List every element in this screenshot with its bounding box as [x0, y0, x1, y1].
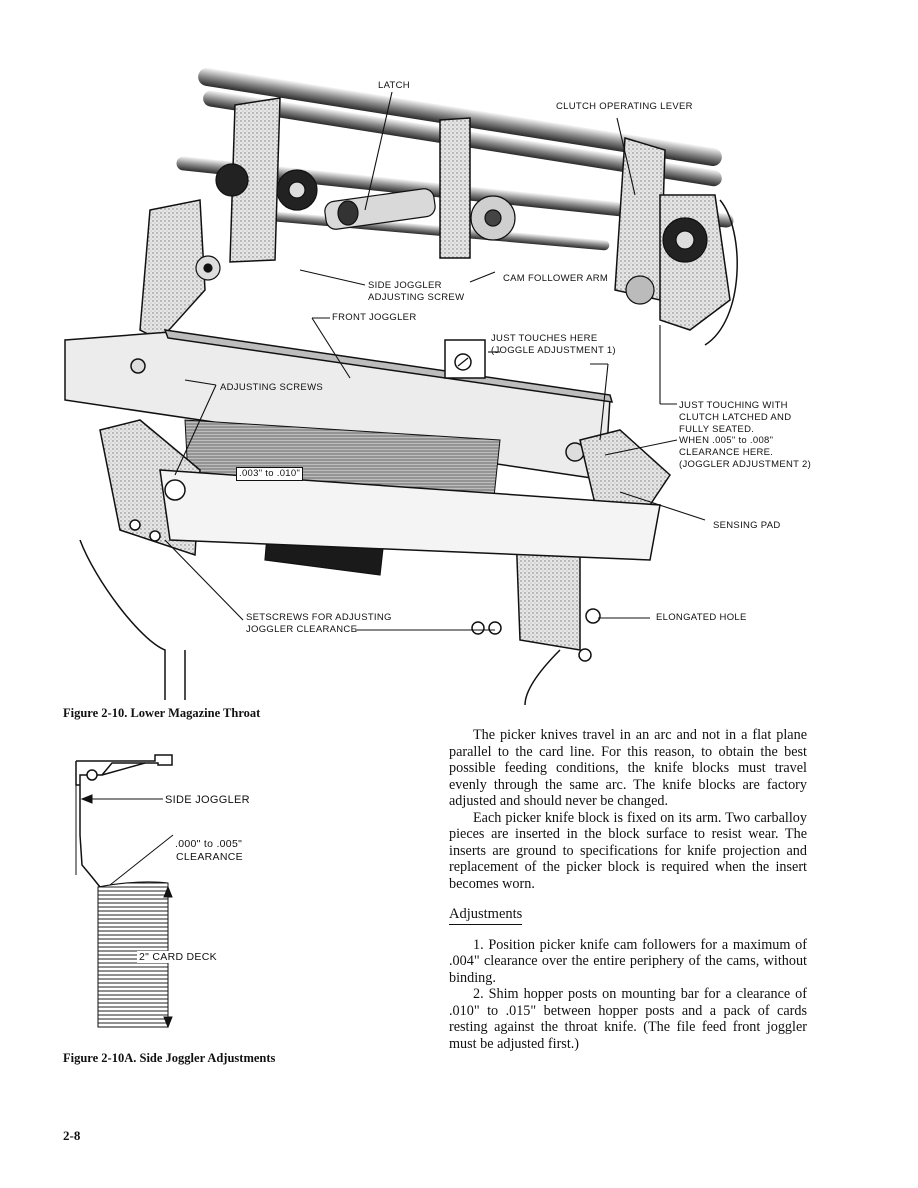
label-clearance-003-010: .003" to .010": [236, 467, 304, 481]
step-2: 2. Shim hopper posts on mounting bar for…: [449, 986, 807, 1052]
lower-magazine-throat-illustration: [64, 67, 738, 706]
label-just-touching-line1: JUST TOUCHING WITH: [679, 400, 788, 411]
label-clutch-operating-lever: CLUTCH OPERATING LEVER: [556, 101, 693, 112]
label-side-joggler-screw-line1: SIDE JOGGLER: [368, 280, 442, 291]
paragraph-knife-block: Each picker knife block is fixed on its …: [449, 809, 807, 892]
lower-frame: [79, 199, 738, 706]
heading-text: Adjustments: [449, 906, 523, 925]
label-just-touches-line2: (JOGGLE ADJUSTMENT 1): [491, 345, 616, 356]
figure-2-10-caption: Figure 2-10. Lower Magazine Throat: [63, 706, 261, 720]
label-just-touches-line1: JUST TOUCHES HERE: [491, 333, 598, 344]
label-card-deck: 2" CARD DECK: [137, 951, 219, 963]
label-clearance-000-005: .000" to .005": [175, 838, 243, 850]
section-heading-adjustments: Adjustments: [449, 906, 807, 925]
side-joggler-diagram: [75, 754, 174, 1029]
label-adjusting-screws: ADJUSTING SCREWS: [220, 382, 323, 393]
label-elongated-hole: ELONGATED HOLE: [656, 612, 747, 623]
label-latch: LATCH: [378, 80, 410, 91]
latch-assembly: [324, 188, 436, 230]
label-when-clearance-line2: CLEARANCE HERE.: [679, 447, 774, 458]
label-side-joggler: SIDE JOGGLER: [165, 794, 250, 806]
label-clearance: CLEARANCE: [176, 851, 243, 863]
frame-brackets: [139, 97, 731, 341]
page-number: 2-8: [63, 1128, 81, 1143]
text-column: The picker knives travel in an arc and n…: [449, 727, 807, 1052]
paragraph-picker-knives: The picker knives travel in an arc and n…: [449, 727, 807, 809]
leader-lines: [164, 91, 706, 631]
label-just-touching-line2: CLUTCH LATCHED AND: [679, 412, 792, 423]
label-just-touching-line3: FULLY SEATED.: [679, 424, 755, 435]
label-when-clearance-line1: WHEN .005" to .008": [679, 435, 774, 446]
label-sensing-pad: SENSING PAD: [713, 520, 781, 531]
label-when-clearance-line3: (JOGGLER ADJUSTMENT 2): [679, 459, 812, 470]
label-front-joggler: FRONT JOGGLER: [332, 312, 417, 323]
label-setscrews-line1: SETSCREWS FOR ADJUSTING: [246, 612, 392, 623]
figure-2-10a-caption: Figure 2-10A. Side Joggler Adjustments: [63, 1051, 276, 1065]
label-setscrews-line2: JOGGLER CLEARANCE: [246, 624, 358, 635]
gears: [195, 163, 708, 305]
label-side-joggler-screw-line2: ADJUSTING SCREW: [368, 292, 465, 303]
step-1: 1. Position picker knife cam followers f…: [449, 936, 807, 986]
label-cam-follower-arm: CAM FOLLOWER ARM: [503, 273, 609, 284]
